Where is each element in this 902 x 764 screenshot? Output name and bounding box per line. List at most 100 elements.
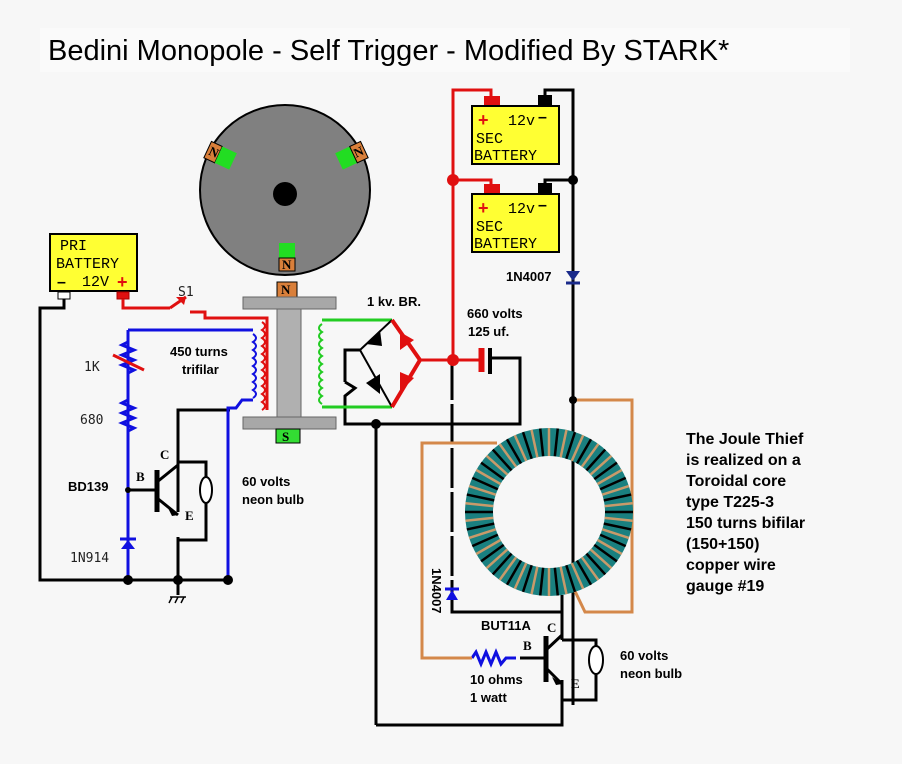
toroid-core xyxy=(465,428,633,596)
label-neon1-1: 60 volts xyxy=(242,474,290,489)
svg-text:E: E xyxy=(185,508,194,523)
svg-text:B: B xyxy=(523,638,532,653)
electromagnet-core: N S xyxy=(242,281,337,444)
toroid-turn xyxy=(559,429,568,458)
svg-text:N: N xyxy=(281,282,291,297)
toroid-turn xyxy=(485,548,509,570)
coil-red-winding xyxy=(260,321,266,411)
core-shaft xyxy=(276,308,302,418)
primary-negative-terminal xyxy=(57,291,71,300)
rotor-magnet-bottom: N xyxy=(278,243,296,272)
label-neon2-2: neon bulb xyxy=(620,666,682,681)
toroid-turn xyxy=(596,468,623,486)
svg-text:–: – xyxy=(57,274,66,291)
svg-text:E: E xyxy=(571,676,580,691)
orange-wires xyxy=(420,398,634,660)
label-1n4007-sec: 1N4007 xyxy=(506,269,552,284)
toroid-turn xyxy=(553,428,560,457)
toroid-turn xyxy=(530,429,539,458)
secondary-battery-1: + 12v – SEC BATTERY xyxy=(471,95,560,165)
toroid-turn xyxy=(589,548,613,570)
label-bridge: 1 kv. BR. xyxy=(367,294,421,309)
toroid-turn xyxy=(465,501,494,508)
label-neon2-1: 60 volts xyxy=(620,648,668,663)
toroid-turn xyxy=(480,461,505,481)
toroid-turn xyxy=(471,533,499,548)
svg-text:BATTERY: BATTERY xyxy=(474,236,537,253)
svg-text:PRI: PRI xyxy=(60,238,87,255)
toroid-turn xyxy=(575,438,593,465)
coil-green-winding xyxy=(318,323,324,405)
toroid-turn xyxy=(570,562,585,590)
svg-text:+: + xyxy=(117,272,128,292)
toroid-turn xyxy=(575,559,593,586)
toroid-turn xyxy=(603,522,632,531)
toroid-turn xyxy=(475,468,502,486)
switch-s1[interactable] xyxy=(176,297,186,305)
toroid-turn xyxy=(466,522,495,531)
svg-text:BATTERY: BATTERY xyxy=(474,148,537,165)
toroid-turn xyxy=(604,516,633,523)
toroid-turn xyxy=(601,484,630,496)
toroid-turn xyxy=(480,543,505,563)
core-south-cap xyxy=(275,428,301,444)
svg-text:gauge #19: gauge #19 xyxy=(686,578,764,595)
toroid-turn xyxy=(580,556,600,581)
toroid-turn xyxy=(565,564,577,593)
toroid-turn xyxy=(538,428,545,457)
junction-red-1 xyxy=(447,174,459,186)
resistor-680 xyxy=(118,398,138,433)
toroid-turn xyxy=(603,493,632,502)
svg-text:S: S xyxy=(282,429,289,444)
svg-text:C: C xyxy=(547,620,556,635)
label-1k: 1K xyxy=(84,360,100,375)
toroid-turn xyxy=(466,493,495,502)
toroid-turn xyxy=(599,533,627,548)
toroid-turn xyxy=(471,476,499,491)
junction-dots xyxy=(123,175,578,585)
rotor-magnet-left: N xyxy=(203,140,237,170)
toroid-turn xyxy=(468,484,497,496)
neon-bulb-1 xyxy=(199,476,213,504)
svg-text:SEC: SEC xyxy=(476,131,503,148)
svg-text:12v: 12v xyxy=(508,201,535,218)
resistor-10-ohms xyxy=(470,648,516,668)
transistor-but11a: B C E xyxy=(523,620,604,691)
toroid-turn xyxy=(513,562,528,590)
label-neon1-2: neon bulb xyxy=(242,492,304,507)
label-680: 680 xyxy=(80,413,103,428)
svg-text:BATTERY: BATTERY xyxy=(56,256,119,273)
joule-thief-note: The Joule Thief is realized on a Toroida… xyxy=(686,431,805,595)
label-bd139: BD139 xyxy=(68,479,108,494)
toroid-turn xyxy=(565,431,577,460)
core-bottom-flange xyxy=(242,416,337,430)
svg-text:–: – xyxy=(538,109,547,126)
svg-text:B: B xyxy=(136,469,145,484)
diode-1n4007-sec xyxy=(566,271,580,281)
toroid-turn xyxy=(604,501,633,508)
ground-icon xyxy=(168,596,186,604)
toroid-turn xyxy=(498,443,518,468)
svg-text:12V: 12V xyxy=(82,274,109,291)
svg-text:Toroidal core: Toroidal core xyxy=(686,473,786,490)
potentiometer-1k[interactable] xyxy=(118,340,138,375)
svg-text:+: + xyxy=(478,198,489,218)
toroid-turn xyxy=(593,461,618,481)
svg-text:is realized on a: is realized on a xyxy=(686,452,801,469)
toroid-turn xyxy=(530,566,539,595)
svg-text:copper wire: copper wire xyxy=(686,557,776,574)
toroid-turn xyxy=(596,538,623,556)
label-10ohm-1: 10 ohms xyxy=(470,672,523,687)
toroid-turn xyxy=(521,564,533,593)
transistor-bd139: B C E xyxy=(136,447,213,523)
pot-adjust-arrow xyxy=(112,353,145,372)
toroid-turn xyxy=(521,431,533,460)
svg-text:12v: 12v xyxy=(508,113,535,130)
toroid-turn xyxy=(505,559,523,586)
green-wires xyxy=(322,318,392,409)
svg-text:–: – xyxy=(538,197,547,214)
label-cap-1: 660 volts xyxy=(467,306,523,321)
toroid-turn xyxy=(505,438,523,465)
svg-text:N: N xyxy=(282,257,292,272)
toroid-turn xyxy=(498,556,518,581)
